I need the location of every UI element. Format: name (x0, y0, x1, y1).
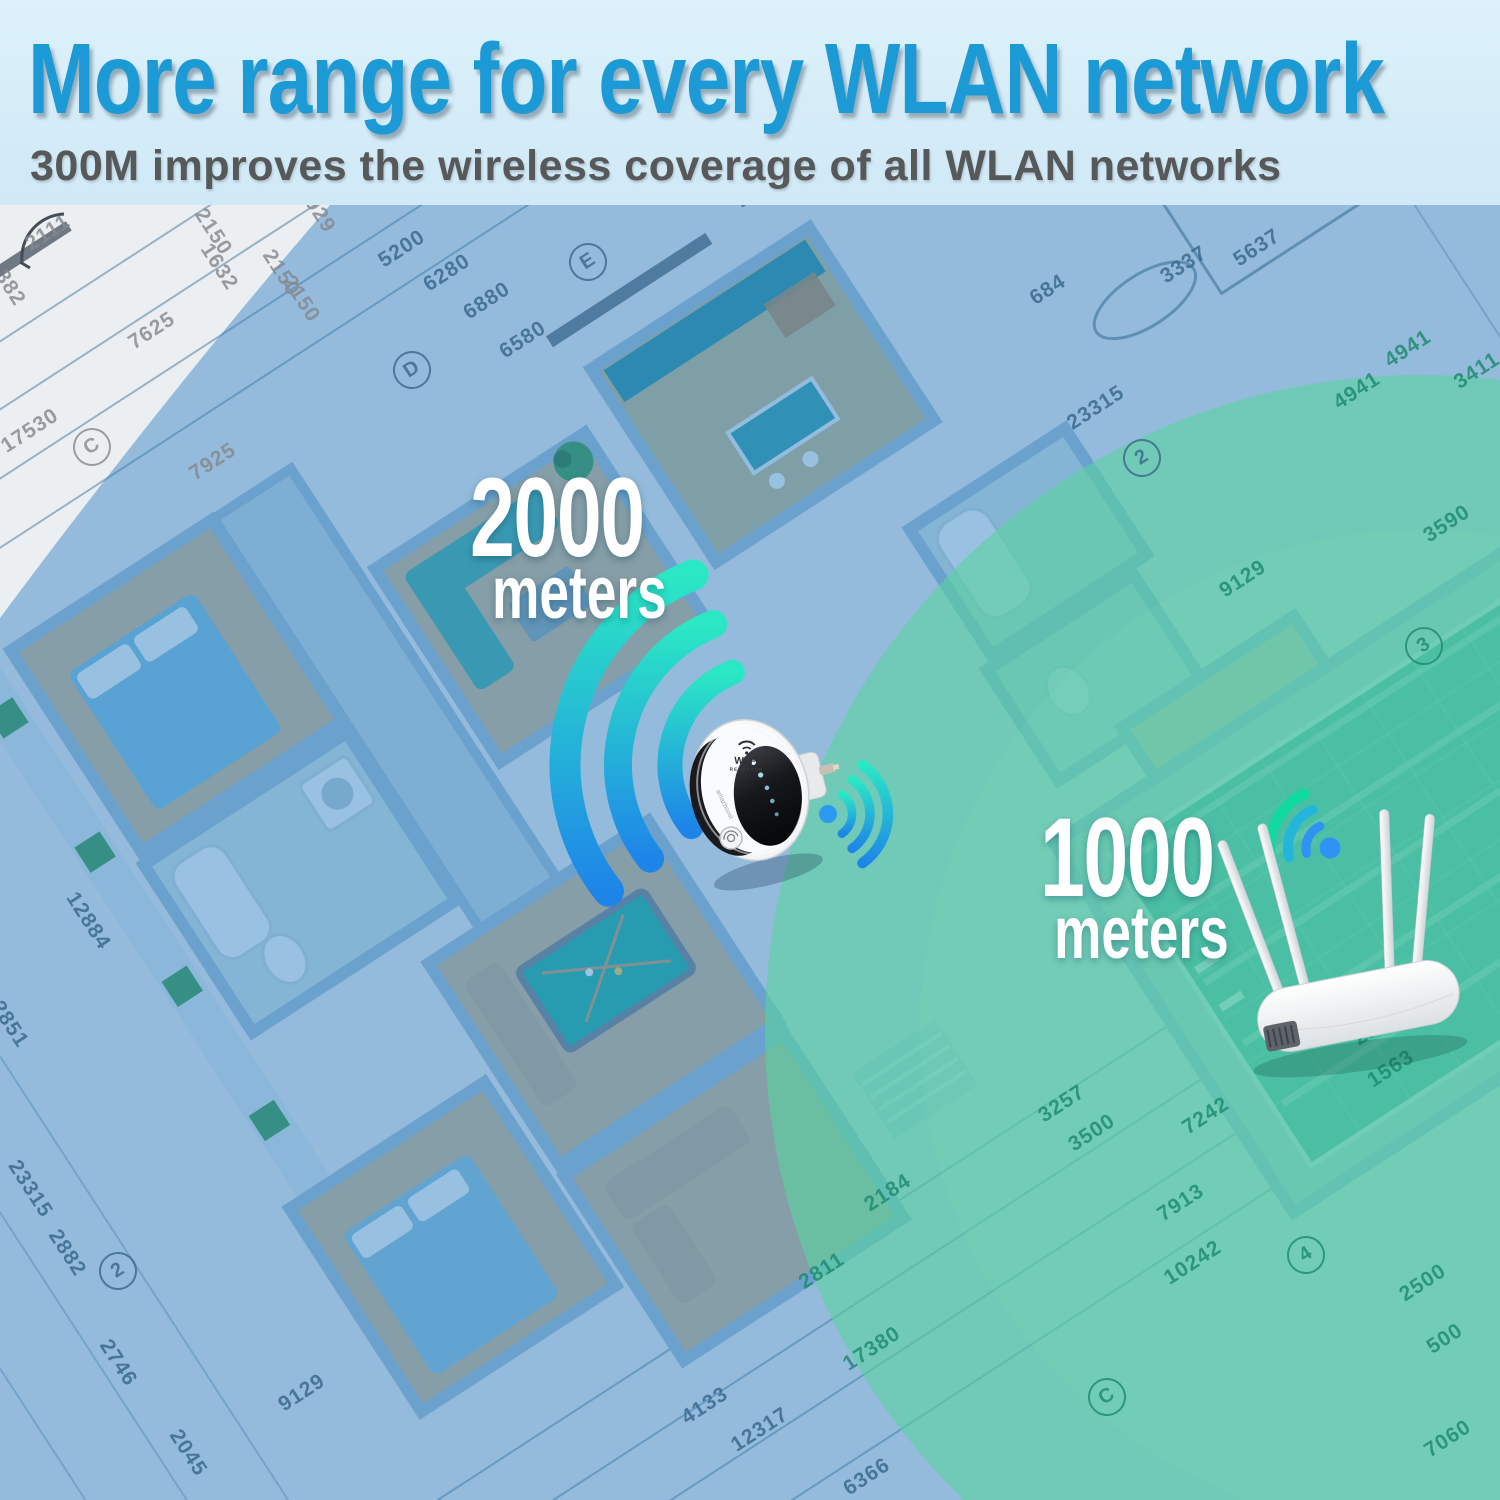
green-coverage-overlay (765, 375, 1500, 1500)
range-label-right: 1000 meters (1040, 802, 1297, 970)
range-unit-right: meters (1054, 891, 1229, 974)
range-value-left: 2000 (470, 455, 645, 580)
door-symbol (19, 212, 65, 270)
range-value-right: 1000 (1040, 795, 1215, 920)
subheadline: 300M improves the wireless coverage of a… (30, 142, 1282, 190)
range-label-left: 2000 meters (470, 462, 735, 630)
headline: More range for every WLAN network (28, 23, 1385, 135)
header-band: More range for every WLAN network 300M i… (0, 0, 1500, 205)
range-unit-left: meters (492, 551, 667, 634)
